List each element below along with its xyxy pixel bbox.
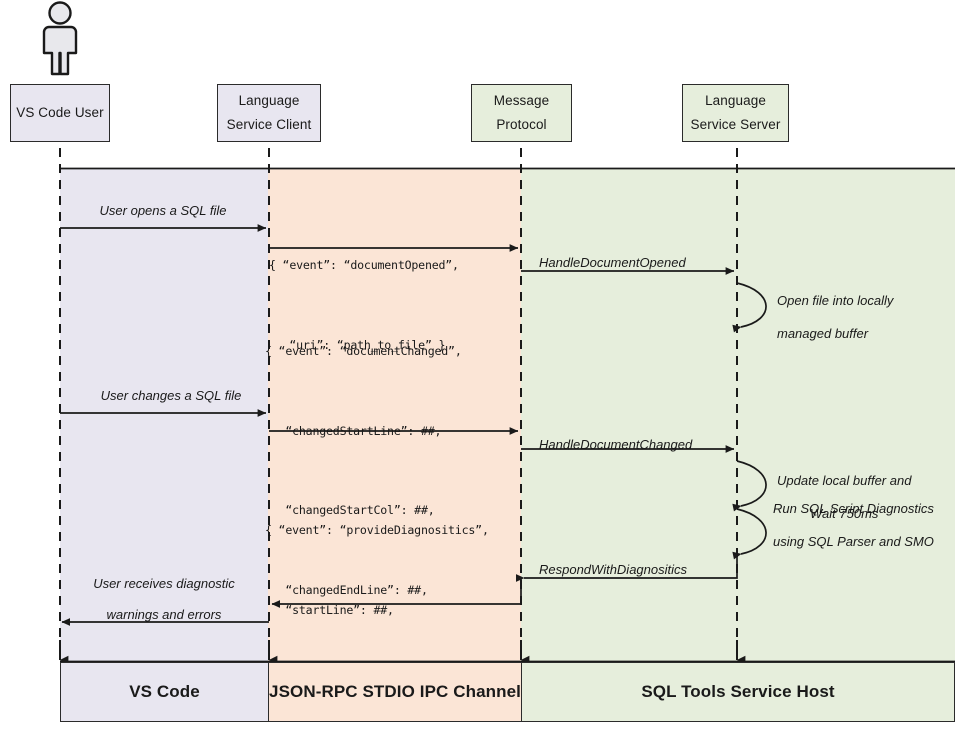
band-label: JSON-RPC STDIO IPC Channel: [269, 682, 521, 701]
person-actor-icon: [42, 1, 78, 76]
label-user-opens-a-sql-file: User opens a SQL file: [99, 203, 227, 218]
band-backgrounds: [60, 168, 955, 662]
payload-document-opened: { “event”: “documentOpened”, “uri”: “pat…: [269, 258, 459, 352]
participant-vs-code-user[interactable]: VS Code User: [10, 84, 110, 142]
participant-language-service-server[interactable]: Language Service Server: [682, 84, 789, 142]
participant-label-line2: Protocol: [496, 117, 547, 132]
participant-label-line2: Service Server: [690, 117, 781, 132]
band-label: VS Code: [129, 682, 200, 701]
label-respond-with-diagnositics: RespondWithDiagnositics: [539, 562, 688, 577]
band-rules: [60, 167, 955, 663]
participant-language-service-client[interactable]: Language Service Client: [217, 84, 321, 142]
band-vs-code[interactable]: VS Code: [60, 662, 269, 722]
note-open-file-into-buffer: Open file into locally managed buffer: [777, 293, 894, 342]
participant-label-line1: Message: [493, 93, 550, 109]
self-call-open-file: [732, 282, 767, 333]
self-call-run-diag: [732, 508, 767, 560]
arrow-respond-with-diagnositics: [516, 556, 738, 582]
participant-label-line1: Language: [238, 93, 300, 109]
participant-label-line1: Language: [705, 93, 766, 109]
label-handle-document-changed: HandleDocumentChanged: [539, 437, 693, 452]
participant-label-line2: Service Client: [226, 117, 312, 132]
lifeline-terminators: [59, 640, 746, 665]
participant-label: VS Code User: [16, 105, 104, 121]
note-update-buffer-and-wait: Update local buffer and Wait 750ms: [777, 473, 912, 522]
participant-message-protocol[interactable]: Message Protocol: [471, 84, 572, 142]
label-user-changes-a-sql-file: User changes a SQL file: [100, 388, 242, 403]
label-user-receives-diagnostics: User receives diagnostic warnings and er…: [93, 576, 235, 623]
band-label: SQL Tools Service Host: [641, 682, 835, 701]
self-call-update-wait: [732, 460, 767, 512]
band-sql-tools-service-host[interactable]: SQL Tools Service Host: [521, 662, 955, 722]
note-run-sql-script-diagnostics: Run SQL Script Diagnostics using SQL Par…: [773, 501, 934, 550]
label-handle-document-opened: HandleDocumentOpened: [539, 255, 686, 270]
band-json-rpc-stdio-ipc-channel[interactable]: JSON-RPC STDIO IPC Channel: [268, 662, 522, 722]
